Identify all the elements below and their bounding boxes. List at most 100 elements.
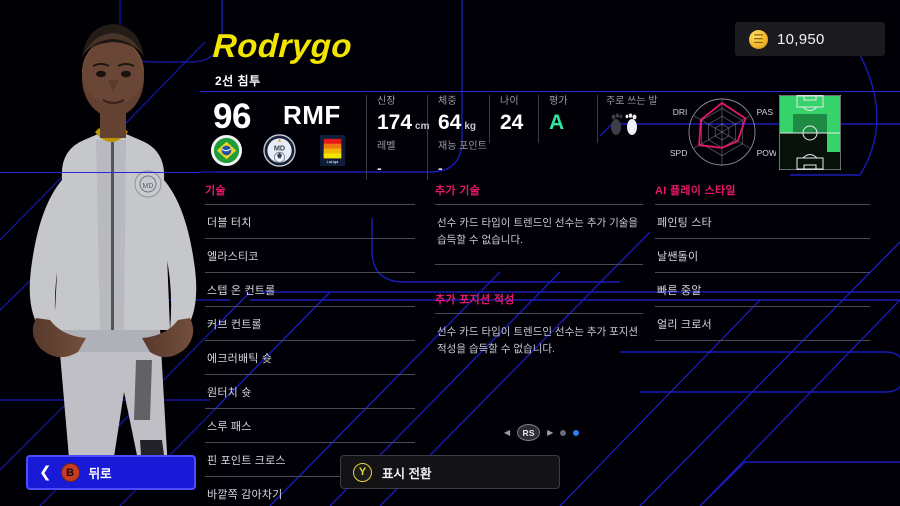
substat-label: 레벨 [377, 141, 396, 152]
stat-label: 평가 [549, 96, 568, 107]
skill-row[interactable]: 핀 포인트 크로스 [207, 455, 286, 467]
divider [655, 340, 870, 341]
skill-row[interactable]: 에크러배틱 슛 [207, 353, 273, 365]
player-subtitle: 2선 침투 [215, 74, 261, 88]
skill-row[interactable]: 스텝 온 컨트롤 [207, 285, 276, 297]
divider [655, 306, 870, 307]
page-dot-1[interactable] [560, 429, 567, 436]
stat-value: 24 [500, 111, 524, 134]
back-button-label: 뒤로 [88, 467, 112, 481]
stat-age: 나이 24 [500, 92, 523, 133]
stat-label: 체중 [438, 96, 457, 107]
skill-row[interactable]: 바깥쪽 감아차기 [207, 489, 283, 501]
pager-left-arrow: ◀ [504, 427, 511, 437]
back-button[interactable]: ❮ B 뒤로 [26, 455, 196, 490]
radar-axis-label: PAS [757, 107, 774, 117]
divider [205, 306, 415, 307]
divider [205, 340, 415, 341]
chevron-left-icon: ❮ [39, 464, 52, 481]
divider [205, 374, 415, 375]
extra-skills-title: 추가 기술 [435, 185, 481, 197]
dominant-foot-block: 주로 쓰는 발 [606, 92, 658, 145]
extra-position-title: 추가 포지션 적성 [435, 293, 515, 306]
stat-divider [427, 95, 428, 143]
substat-label: 재능 포인트 [438, 141, 487, 152]
toggle-display-button[interactable]: Y 표시 전환 [340, 455, 560, 489]
club-crest-badge: MD [263, 134, 296, 167]
footprints-icon [611, 113, 637, 135]
stat-label: 신장 [377, 96, 396, 107]
substat-divider [427, 140, 428, 180]
strip-rule-left [0, 172, 200, 173]
divider [655, 272, 870, 273]
position-pitch-map [779, 95, 841, 170]
substat-talent-points: 재능 포인트 - [438, 137, 487, 176]
dominant-foot-label: 주로 쓰는 발 [606, 96, 658, 107]
svg-text:MD: MD [143, 183, 154, 190]
stat-unit: cm [415, 121, 430, 132]
radar-axis-label: DRI [673, 107, 688, 117]
divider [205, 204, 415, 205]
ai-playstyle-row[interactable]: 날쌘돌이 [657, 251, 699, 263]
currency-widget[interactable]: ☰ 10,950 [735, 22, 885, 56]
radar-axis-label: SHT [714, 88, 731, 90]
pager-right-arrow: ▶ [547, 427, 554, 437]
extra-position-text: 선수 카드 타입이 트렌드인 선수는 추가 포지션 적성을 습득할 수 없습니다… [437, 325, 639, 355]
badge-group: MD LaLiga [210, 134, 349, 167]
svg-text:LaLiga: LaLiga [327, 159, 339, 164]
radar-axis-label: POW [757, 148, 776, 158]
coin-icon: ☰ [749, 29, 768, 49]
stat-divider [366, 95, 367, 143]
ai-playstyle-row[interactable]: 빠른 중알 [657, 285, 702, 297]
ai-playstyle-row[interactable]: 페인팅 스타 [657, 217, 712, 229]
gamepad-y-icon: Y [353, 462, 372, 482]
ai-playstyle-row[interactable]: 얼리 크로서 [657, 319, 712, 331]
stat-value: 64 [438, 111, 462, 134]
stat-grade: 평가 A [549, 92, 568, 133]
stat-label: 나이 [500, 96, 519, 107]
svg-text:MD: MD [274, 144, 285, 153]
divider [655, 204, 870, 205]
attribute-radar-chart: SHTPASPOWDEFSPDDRI [670, 88, 776, 176]
divider [205, 408, 415, 409]
skill-row[interactable]: 더블 터치 [207, 217, 252, 229]
primary-position: RMF [283, 100, 341, 130]
stat-divider [538, 95, 539, 143]
nationality-badge [210, 134, 243, 167]
divider [655, 238, 870, 239]
stat-unit: kg [464, 121, 477, 132]
skill-row[interactable]: 원터치 슛 [207, 387, 252, 399]
skill-row[interactable]: 스루 패스 [207, 421, 252, 433]
radar-axis-label: DEF [714, 174, 731, 176]
overall-rating: 96 [213, 97, 251, 136]
player-render: MD [0, 0, 215, 506]
divider [205, 238, 415, 239]
page-title: Rodrygo [212, 27, 354, 64]
divider [205, 476, 415, 477]
substat-value: - [438, 160, 443, 176]
page-indicator[interactable]: ◀ RS ▶ [504, 424, 580, 441]
toggle-display-label: 표시 전환 [382, 466, 432, 481]
stat-divider [597, 95, 598, 143]
substat-divider [366, 140, 367, 180]
gamepad-b-icon: B [60, 463, 80, 482]
ai-playstyle-title: AI 플레이 스타일 [655, 185, 736, 197]
stat-height: 신장 174 cm [377, 92, 430, 133]
stat-weight: 체중 64 kg [438, 92, 476, 133]
page-dot-2[interactable] [573, 429, 580, 436]
substat-level: 레벨 - [377, 137, 395, 176]
extra-skills-text: 선수 카드 타입이 트렌드인 선수는 추가 기술을 습득할 수 없습니다. [437, 217, 639, 247]
skill-row[interactable]: 커브 컨트롤 [207, 319, 262, 331]
stat-divider [489, 95, 490, 143]
currency-amount: 10,950 [777, 30, 825, 48]
skill-row[interactable]: 엘라스티코 [207, 251, 259, 263]
extra-column: 추가 기술 선수 카드 타입이 트렌드인 선수는 추가 기술을 습득할 수 없습… [435, 182, 643, 372]
divider [205, 272, 415, 273]
divider [435, 204, 643, 205]
strip-rule-top [200, 91, 900, 92]
